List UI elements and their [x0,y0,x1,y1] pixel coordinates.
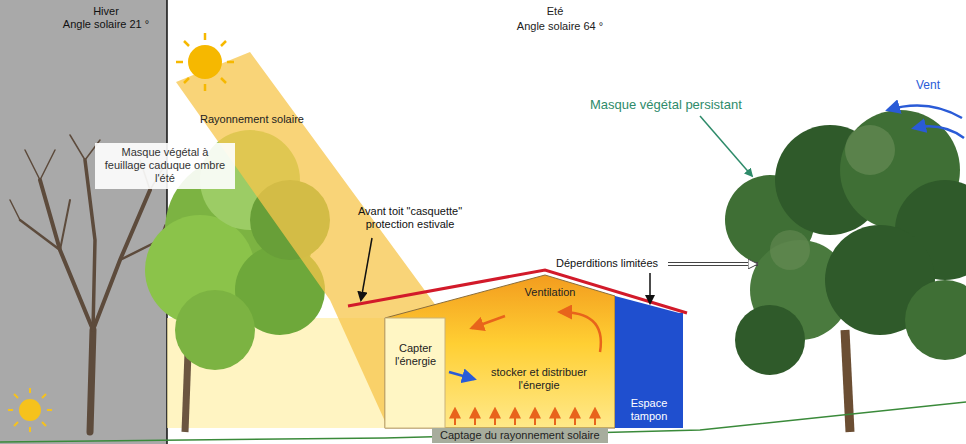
capture-label: Capter l'énergie [387,342,444,368]
summer-sun [176,33,234,91]
ground-band: Captage du rayonnement solaire [432,428,608,443]
ventilation-label: Ventilation [510,286,590,299]
winter-band: HiverAngle solaire 21 ° [0,0,167,444]
buffer-space-box: Espace tampon [615,313,683,428]
leader-arrow [361,238,372,300]
node-text: Masque végétal à feuillage caduque ombre… [100,146,230,186]
radiation-label: Rayonnement solaire [200,113,330,126]
pine-tree [725,110,966,432]
season-title: Eté [530,5,580,18]
leader-arrow-outline [668,262,758,266]
node-text: Hiver [45,5,167,18]
overhang-label: Avant toit "casquette" protection estiva… [345,205,475,231]
house [348,270,687,428]
wind-arrows [888,106,964,139]
leader-arrow [700,116,752,176]
winter-band [0,0,167,444]
leader-arrow [649,273,651,303]
callout-box: Masque végétal à feuillage caduque ombre… [95,143,235,189]
sun-angle: Angle solaire 64 ° [495,20,625,33]
winter-sun [8,388,52,432]
evergreen-label: Masque végétal persistant [590,97,800,113]
ground-line [0,402,966,442]
storage-label: stocker et distribuer l'énergie [478,366,600,392]
energy-arrows [449,312,601,425]
loss-label: Déperditions limitées [556,257,668,270]
node-text: Espace tampon [615,397,683,423]
summer-beam [176,52,445,428]
node-text: Angle solaire 21 ° [45,18,167,31]
wind-label: Vent [916,78,962,92]
node-text: Captage du rayonnement solaire [440,429,600,442]
leader-arrow [668,263,756,265]
